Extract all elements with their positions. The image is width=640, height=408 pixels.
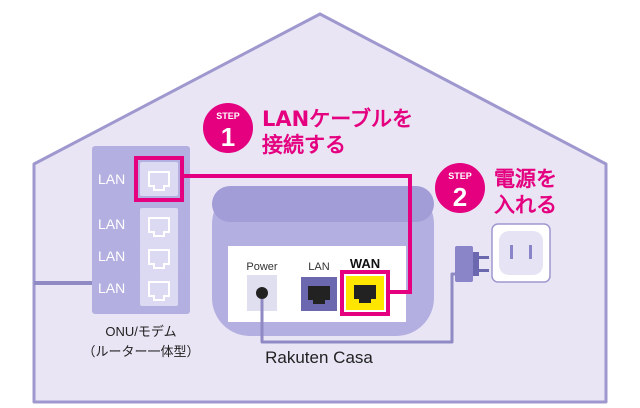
onu-port-4 — [140, 272, 178, 306]
step-2-title-line2: 入れる — [494, 193, 557, 217]
step-1-title-line2: 接続する — [262, 133, 346, 157]
router-top-band — [212, 186, 434, 222]
onu-port-label: LAN — [98, 216, 125, 232]
step-2-title-line1: 電源を — [494, 167, 557, 191]
router-device: Power LAN WAN — [212, 186, 434, 336]
step-2-badge: STEP 2 — [435, 163, 485, 213]
onu-port-3 — [140, 240, 178, 274]
onu-caption-line2: （ルーター一体型） — [82, 344, 199, 359]
ethernet-port-icon — [308, 286, 330, 304]
lan-cable — [182, 174, 412, 294]
ethernet-port-icon — [148, 217, 170, 237]
router-power-label: Power — [246, 261, 278, 273]
step-1-number: 1 — [221, 122, 235, 152]
power-jack-icon — [256, 287, 268, 299]
ethernet-port-icon — [148, 171, 170, 191]
step-1-badge-word: STEP — [216, 111, 240, 121]
wall-outlet-icon — [491, 223, 551, 283]
step-1-title-line1: LANケーブルを — [262, 107, 413, 131]
router-lan-label: LAN — [308, 261, 329, 273]
router-caption: Rakuten Casa — [265, 348, 373, 367]
onu-port-label: LAN — [98, 248, 125, 264]
onu-port-2 — [140, 208, 178, 242]
onu-modem-device: LAN LAN LAN LAN — [92, 146, 190, 314]
ethernet-port-icon — [148, 281, 170, 301]
onu-port-1 — [140, 162, 178, 196]
power-adapter-icon — [455, 246, 489, 282]
onu-port-label: LAN — [98, 171, 125, 187]
ethernet-port-icon — [148, 249, 170, 269]
step-2-badge-word: STEP — [448, 171, 472, 181]
step-2-number: 2 — [453, 182, 467, 212]
step-1-badge: STEP 1 — [203, 103, 253, 153]
router-wan-label: WAN — [350, 256, 380, 271]
onu-caption-line1: ONU/モデム — [105, 324, 176, 339]
ethernet-port-icon — [354, 285, 376, 303]
onu-port-label: LAN — [98, 280, 125, 296]
onu-port-1-highlight — [134, 156, 184, 202]
